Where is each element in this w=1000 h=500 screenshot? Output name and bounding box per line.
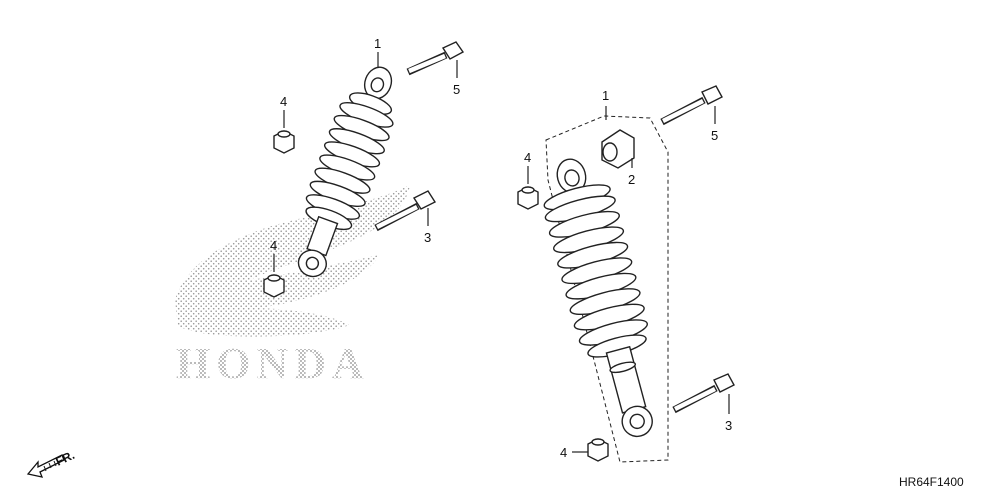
left-lower-nut [263, 274, 285, 298]
callout-left-nut-upper: 4 [280, 94, 287, 109]
callout-right-nut-lower: 4 [560, 445, 567, 460]
front-direction-arrow: FR. [26, 448, 77, 478]
callout-left-bolt-top: 5 [453, 82, 460, 97]
callout-left-shock: 1 [374, 36, 381, 51]
fr-arrow-hatch-icon [43, 460, 57, 472]
callout-right-bolt-lower: 3 [725, 418, 732, 433]
honda-watermark-text: HONDA [176, 339, 370, 388]
left-upper-nut [273, 130, 295, 154]
right-upper-nut [517, 186, 539, 210]
honda-wing-logo-watermark: HONDA [175, 185, 410, 388]
right-shock-absorber [543, 158, 653, 438]
callout-right-assembly: 1 [602, 88, 609, 103]
right-upper-bolt [660, 85, 723, 126]
right-lower-nut [587, 438, 609, 462]
left-spring-coils [305, 102, 394, 220]
front-direction-label: FR. [53, 448, 76, 469]
left-upper-bolt [406, 41, 465, 76]
left-shock-absorber [297, 66, 394, 278]
callout-right-bolt-top: 5 [711, 128, 718, 143]
right-spring-coils [544, 195, 648, 346]
callout-left-bolt-lower: 3 [424, 230, 431, 245]
right-lower-bolt [672, 373, 735, 414]
right-bushing [601, 129, 635, 169]
callout-right-bushing: 2 [628, 172, 635, 187]
callout-left-nut-lower: 4 [270, 238, 277, 253]
drawing-code: HR64F1400 [899, 475, 964, 489]
left-lower-bolt [374, 190, 437, 232]
callout-right-nut-upper: 4 [524, 150, 531, 165]
